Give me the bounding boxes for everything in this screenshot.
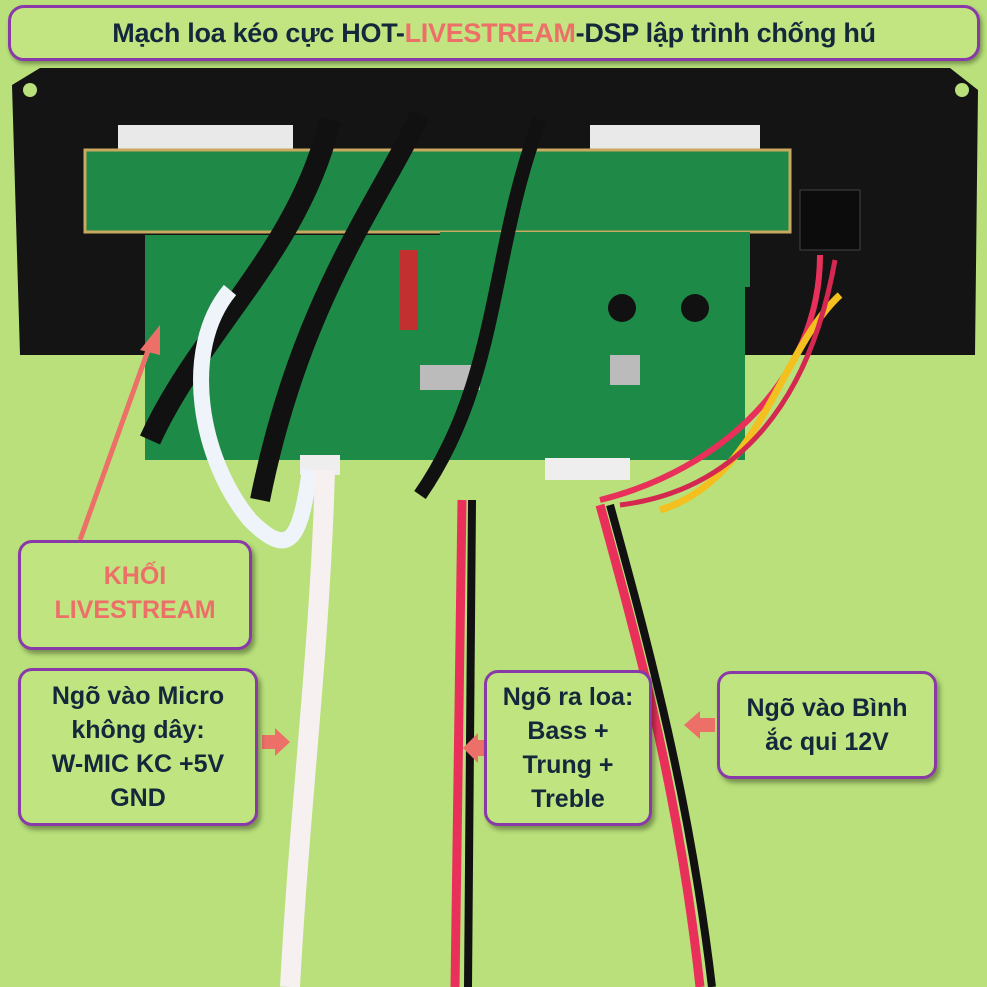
label-speaker-output: Ngõ ra loa: Bass + Trung + Treble: [484, 670, 652, 826]
power-switch: [799, 189, 861, 251]
label-line: KHỐI: [103, 562, 167, 590]
knob: [681, 294, 709, 322]
page-title: Mạch loa kéo cực HOT-LIVESTREAM-DSP lập …: [8, 5, 980, 61]
label-line: ắc qui 12V: [765, 728, 889, 756]
connector: [545, 458, 630, 480]
arrow-icon: [77, 325, 160, 541]
black-ribbon: [250, 110, 430, 502]
label-line: Ngõ ra loa:: [502, 683, 634, 711]
connector: [400, 250, 418, 330]
label-line: không dây:: [71, 716, 205, 744]
battery-wire-red: [595, 503, 705, 987]
label-mic-input: Ngõ vào Micro không dây: W-MIC KC +5V GN…: [18, 668, 258, 826]
battery-wire-black: [606, 503, 716, 987]
arrow-icon: [463, 733, 488, 763]
white-ribbon-mic: [280, 469, 335, 987]
chip: [610, 355, 640, 385]
title-text-1: Mạch loa kéo cực HOT-: [112, 17, 405, 48]
black-ribbon: [414, 117, 547, 499]
arrow-icon: [684, 711, 715, 739]
label-battery-input: Ngõ vào Bình ắc qui 12V: [717, 671, 937, 779]
screw-hole: [955, 83, 969, 97]
switch-wire-red2: [619, 259, 838, 508]
screw-hole: [23, 83, 37, 97]
label-livestream-block: KHỐI LIVESTREAM: [18, 540, 252, 650]
pcb-top: [83, 148, 792, 234]
label-line: W-MIC KC +5V: [51, 750, 225, 778]
switch-wire-red: [599, 254, 823, 503]
title-text-2: -DSP lập trình chống hú: [575, 17, 876, 48]
label-line: Bass +: [527, 717, 609, 745]
white-ribbon: [193, 284, 318, 549]
label-line: Ngõ vào Bình: [746, 694, 908, 722]
label-line: Treble: [531, 785, 605, 813]
label-line: Ngõ vào Micro: [51, 682, 225, 710]
label-line: LIVESTREAM: [54, 596, 216, 624]
black-ribbon: [139, 117, 341, 445]
label-line: Trung +: [522, 751, 614, 779]
label-line: GND: [110, 784, 166, 812]
knob: [608, 294, 636, 322]
pcb-main: [145, 235, 745, 460]
arrow-icon: [262, 728, 290, 756]
title-highlight: LIVESTREAM: [404, 17, 576, 48]
speaker-wire-red: [450, 499, 467, 987]
